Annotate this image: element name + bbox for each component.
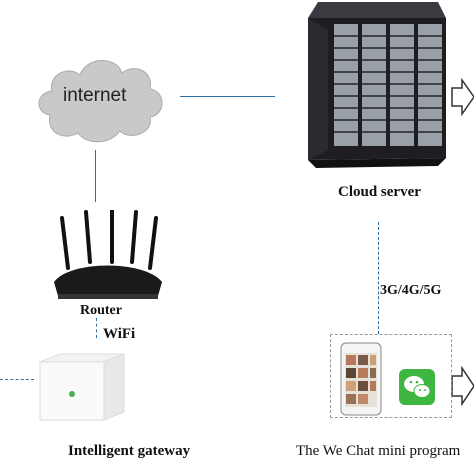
mini-program-box (330, 334, 452, 418)
server-phone-link (378, 222, 379, 334)
internet-router-link (95, 150, 96, 202)
router-icon (54, 208, 162, 299)
cloud-server-image (288, 0, 448, 170)
gateway-device-icon (39, 353, 125, 421)
router-gateway-link (96, 318, 97, 338)
arrow-right-icon-top (450, 77, 474, 121)
server-rack-icon (308, 2, 446, 168)
gateway-label: Intelligent gateway (68, 443, 191, 459)
phone-icon (340, 342, 382, 416)
internet-label: internet (63, 85, 127, 106)
router-label: Router (80, 303, 122, 318)
arrow-right-icon-bottom (450, 365, 474, 411)
gateway-image (32, 352, 132, 422)
mini-program-label: The We Chat mini program (296, 443, 461, 459)
gateway-left-link (0, 379, 34, 380)
wifi-label: WiFi (103, 326, 136, 342)
network-label: 3G/4G/5G (380, 283, 442, 298)
internet-server-link (180, 96, 275, 97)
internet-cloud: internet (30, 45, 170, 150)
cloud-server-label: Cloud server (338, 184, 421, 200)
cloud-icon (38, 60, 163, 143)
wechat-icon (399, 369, 435, 410)
router-image (50, 208, 165, 305)
